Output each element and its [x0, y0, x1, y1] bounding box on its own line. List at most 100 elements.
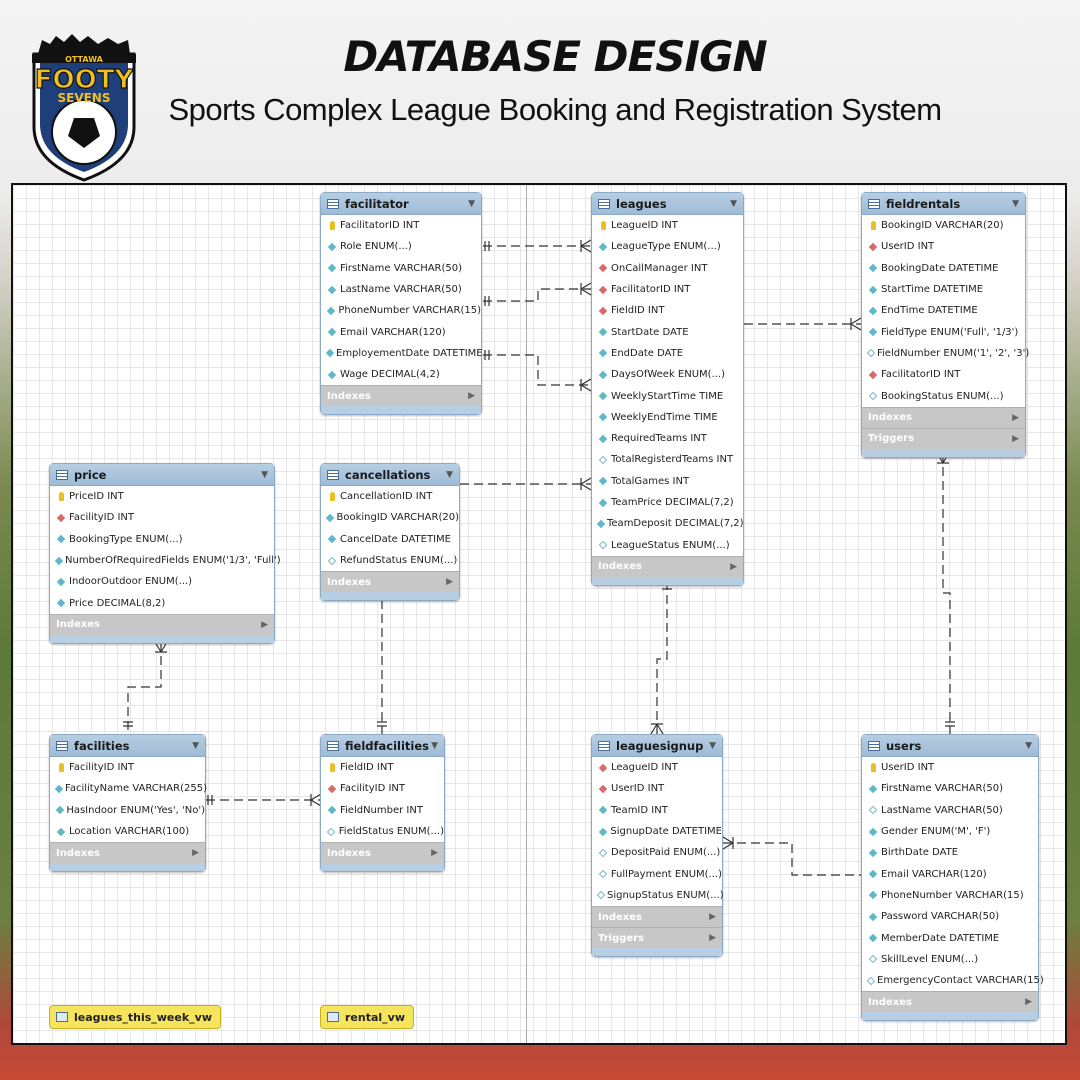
column-row[interactable]: TotalGames INT — [592, 471, 743, 492]
view-rental[interactable]: rental_vw — [320, 1005, 415, 1029]
column-row[interactable]: FacilitatorID INT — [862, 364, 1025, 385]
column-row[interactable]: OnCallManager INT — [592, 258, 743, 279]
collapse-arrow-icon[interactable]: ▼ — [431, 740, 438, 751]
table-fieldrentals[interactable]: fieldrentals▼BookingID VARCHAR(20)UserID… — [861, 192, 1029, 458]
collapse-arrow-icon[interactable]: ▼ — [446, 469, 453, 480]
indexes-section[interactable]: Indexes▶ — [321, 842, 444, 864]
column-row[interactable]: StartDate DATE — [592, 321, 743, 342]
collapse-arrow-icon[interactable]: ▼ — [709, 740, 716, 751]
table-header[interactable]: leagues▼ — [592, 193, 743, 215]
column-row[interactable]: FieldNumber INT — [321, 800, 444, 821]
collapse-arrow-icon[interactable]: ▼ — [730, 198, 737, 209]
column-row[interactable]: CancellationID INT — [321, 486, 459, 507]
column-row[interactable]: LeagueType ENUM(...) — [592, 236, 743, 257]
expand-arrow-icon[interactable]: ▶ — [709, 933, 716, 944]
column-row[interactable]: RefundStatus ENUM(...) — [321, 550, 459, 571]
column-row[interactable]: MemberDate DATETIME — [862, 927, 1038, 948]
view-leagues-this-week[interactable]: leagues_this_week_vw — [49, 1005, 222, 1029]
column-row[interactable]: UserID INT — [862, 757, 1038, 778]
column-row[interactable]: Price DECIMAL(8,2) — [50, 592, 274, 613]
expand-arrow-icon[interactable]: ▶ — [730, 561, 737, 572]
column-row[interactable]: WeeklyEndTime TIME — [592, 407, 743, 428]
column-row[interactable]: FacilityName VARCHAR(255) — [50, 778, 207, 799]
column-row[interactable]: FacilityID INT — [50, 507, 274, 528]
column-row[interactable]: PhoneNumber VARCHAR(15) — [321, 300, 481, 321]
column-row[interactable]: IndoorOutdoor ENUM(...) — [50, 571, 274, 592]
column-row[interactable]: LeagueStatus ENUM(...) — [592, 534, 743, 555]
column-row[interactable]: Password VARCHAR(50) — [862, 906, 1038, 927]
triggers-section[interactable]: Triggers▶ — [592, 927, 722, 949]
expand-arrow-icon[interactable]: ▶ — [261, 619, 268, 630]
table-header[interactable]: fieldrentals▼ — [862, 193, 1025, 215]
table-header[interactable]: leaguesignup▼ — [592, 735, 722, 757]
table-header[interactable]: facilitator▼ — [321, 193, 481, 215]
column-row[interactable]: Wage DECIMAL(4,2) — [321, 364, 481, 385]
column-row[interactable]: PhoneNumber VARCHAR(15) — [862, 885, 1038, 906]
column-row[interactable]: Email VARCHAR(120) — [321, 321, 481, 342]
column-row[interactable]: DepositPaid ENUM(...) — [592, 842, 722, 863]
column-row[interactable]: BirthDate DATE — [862, 842, 1038, 863]
column-row[interactable]: FacilityID INT — [50, 757, 205, 778]
column-row[interactable]: FieldID INT — [592, 300, 743, 321]
column-row[interactable]: LeagueID INT — [592, 215, 743, 236]
column-row[interactable]: FieldNumber ENUM('1', '2', '3') — [862, 343, 1029, 364]
column-row[interactable]: EndTime DATETIME — [862, 300, 1025, 321]
column-row[interactable]: EmployementDate DATETIME — [321, 343, 483, 364]
collapse-arrow-icon[interactable]: ▼ — [1025, 740, 1032, 751]
column-row[interactable]: HasIndoor ENUM('Yes', 'No') — [50, 800, 205, 821]
column-row[interactable]: TeamID INT — [592, 800, 722, 821]
table-header[interactable]: facilities▼ — [50, 735, 205, 757]
table-header[interactable]: fieldfacilities▼ — [321, 735, 444, 757]
column-row[interactable]: BookingID VARCHAR(20) — [862, 215, 1025, 236]
expand-arrow-icon[interactable]: ▶ — [431, 848, 438, 859]
column-row[interactable]: LastName VARCHAR(50) — [321, 279, 481, 300]
column-row[interactable]: Location VARCHAR(100) — [50, 821, 205, 842]
column-row[interactable]: TeamDeposit DECIMAL(7,2) — [592, 513, 744, 534]
column-row[interactable]: FacilitatorID INT — [592, 279, 743, 300]
column-row[interactable]: EndDate DATE — [592, 343, 743, 364]
table-header[interactable]: users▼ — [862, 735, 1038, 757]
column-row[interactable]: Email VARCHAR(120) — [862, 863, 1038, 884]
indexes-section[interactable]: Indexes▶ — [862, 406, 1025, 428]
indexes-section[interactable]: Indexes▶ — [592, 555, 743, 577]
column-row[interactable]: FieldType ENUM('Full', '1/3') — [862, 321, 1025, 342]
indexes-section[interactable]: Indexes▶ — [321, 385, 481, 407]
column-row[interactable]: SignupStatus ENUM(...) — [592, 885, 724, 906]
column-row[interactable]: BookingType ENUM(...) — [50, 529, 274, 550]
collapse-arrow-icon[interactable]: ▼ — [468, 198, 475, 209]
table-header[interactable]: cancellations▼ — [321, 464, 459, 486]
column-row[interactable]: FirstName VARCHAR(50) — [862, 778, 1038, 799]
expand-arrow-icon[interactable]: ▶ — [446, 577, 453, 588]
collapse-arrow-icon[interactable]: ▼ — [261, 469, 268, 480]
expand-arrow-icon[interactable]: ▶ — [468, 391, 475, 402]
column-row[interactable]: BookingDate DATETIME — [862, 258, 1025, 279]
column-row[interactable]: BookingID VARCHAR(20) — [321, 507, 459, 528]
expand-arrow-icon[interactable]: ▶ — [1012, 433, 1019, 444]
column-row[interactable]: LastName VARCHAR(50) — [862, 800, 1038, 821]
expand-arrow-icon[interactable]: ▶ — [1012, 412, 1019, 423]
triggers-section[interactable]: Triggers▶ — [862, 427, 1025, 449]
column-row[interactable]: RequiredTeams INT — [592, 428, 743, 449]
column-row[interactable]: Gender ENUM('M', 'F') — [862, 821, 1038, 842]
collapse-arrow-icon[interactable]: ▼ — [1012, 198, 1019, 209]
column-row[interactable]: LeagueID INT — [592, 757, 722, 778]
indexes-section[interactable]: Indexes▶ — [50, 613, 274, 635]
column-row[interactable]: FieldID INT — [321, 757, 444, 778]
column-row[interactable]: TotalRegisterdTeams INT — [592, 449, 743, 470]
column-row[interactable]: CancelDate DATETIME — [321, 529, 459, 550]
expand-arrow-icon[interactable]: ▶ — [709, 912, 716, 923]
collapse-arrow-icon[interactable]: ▼ — [192, 740, 199, 751]
expand-arrow-icon[interactable]: ▶ — [192, 848, 199, 859]
column-row[interactable]: WeeklyStartTime TIME — [592, 385, 743, 406]
column-row[interactable]: DaysOfWeek ENUM(...) — [592, 364, 743, 385]
column-row[interactable]: FacilitatorID INT — [321, 215, 481, 236]
column-row[interactable]: StartTime DATETIME — [862, 279, 1025, 300]
indexes-section[interactable]: Indexes▶ — [862, 991, 1038, 1013]
